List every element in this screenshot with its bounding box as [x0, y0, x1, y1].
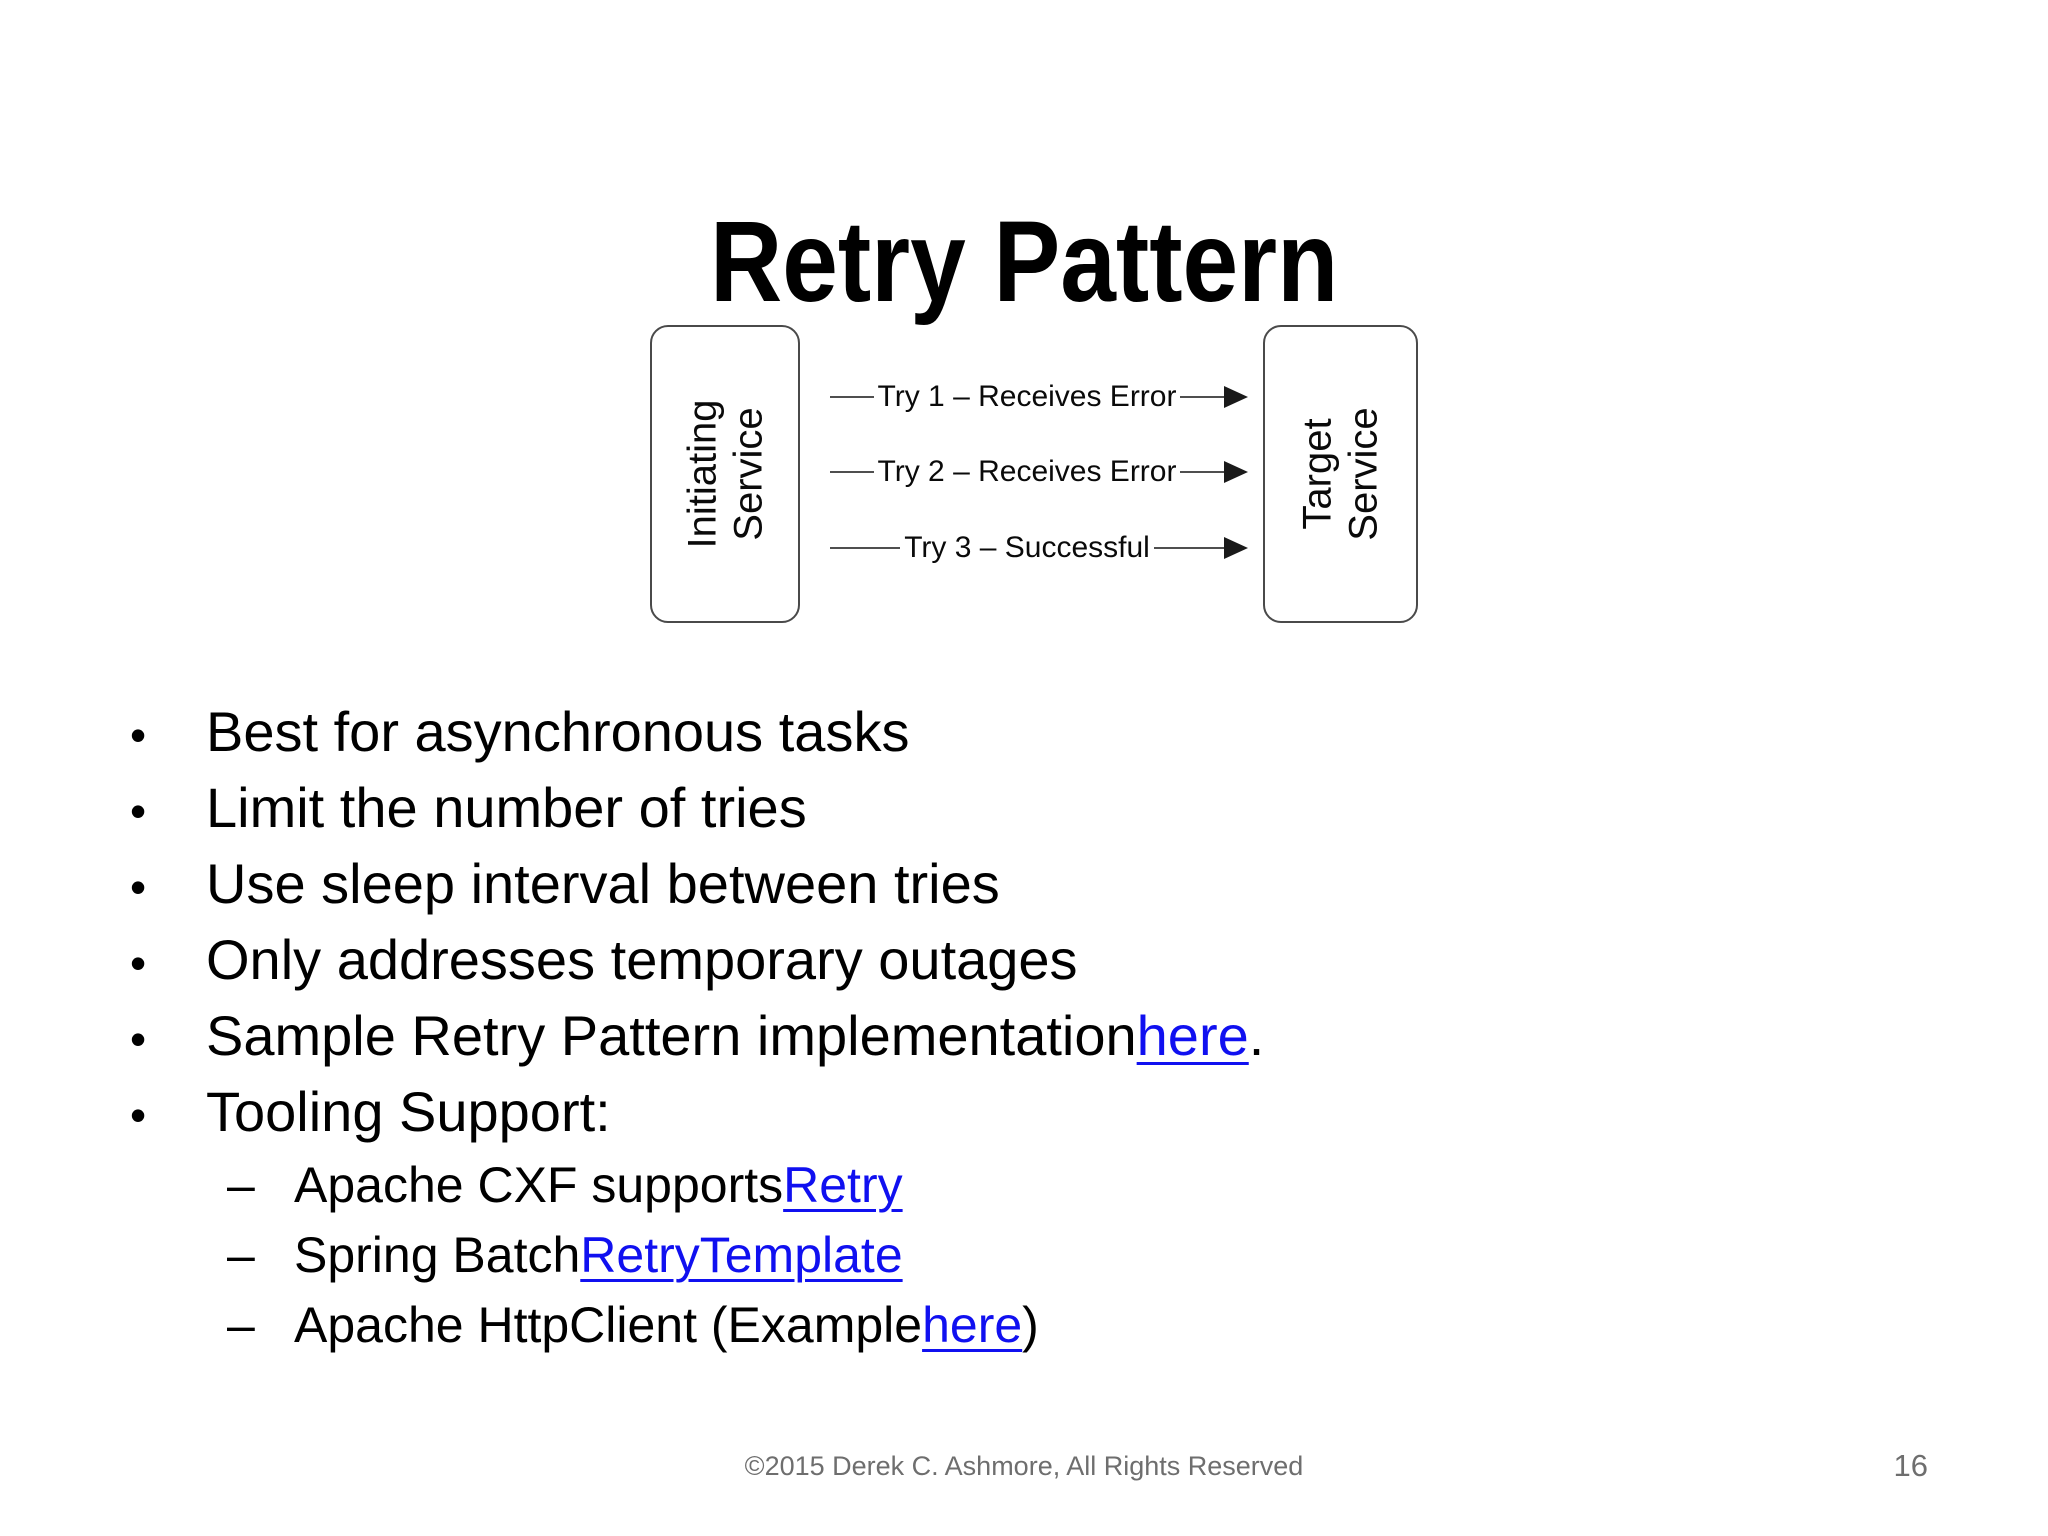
bullet-text: Limit the number of tries — [206, 776, 807, 839]
bullet-item: • Best for asynchronous tasks — [0, 694, 2048, 770]
bullet-text: Only addresses temporary outages — [206, 928, 1078, 991]
target-service-label-line1: Target — [1295, 418, 1340, 530]
bullet-text: Apache CXF supports — [294, 1157, 784, 1213]
sub-bullet-item: –Spring Batch RetryTemplate — [0, 1220, 2048, 1290]
arrowhead-icon — [1224, 537, 1249, 559]
arrow-row: Try 3 – Successful — [830, 528, 1249, 568]
bullet-item: • Only addresses temporary outages — [0, 922, 2048, 998]
arrow-line — [830, 396, 874, 398]
bullet-marker: • — [130, 1013, 147, 1065]
bullet-marker: • — [130, 709, 147, 761]
bullet-marker: – — [227, 1297, 255, 1353]
page-title: Retry Pattern — [0, 205, 2048, 320]
arrow-line — [830, 471, 874, 473]
bullet-item: • Tooling Support: — [0, 1074, 2048, 1150]
bullet-text: Apache HttpClient (Example — [294, 1297, 923, 1353]
arrow-label: Try 2 – Receives Error — [877, 455, 1177, 488]
bullet-text: Best for asynchronous tasks — [206, 700, 910, 763]
bullet-marker: – — [227, 1157, 255, 1213]
bullet-marker: • — [130, 861, 147, 913]
retry-sequence-diagram: Initiating Service Target Service Try 1 … — [650, 325, 1425, 627]
arrow-line — [1180, 396, 1224, 398]
bullet-text: ) — [1022, 1297, 1039, 1353]
arrow-row: Try 2 – Receives Error — [830, 452, 1248, 492]
inline-link[interactable]: Retry — [783, 1157, 903, 1213]
bullet-marker: – — [227, 1227, 255, 1283]
page-title-text: Retry Pattern — [709, 198, 1339, 327]
arrow-line — [830, 547, 901, 549]
bullet-text: Spring Batch — [294, 1227, 581, 1283]
bullet-text: . — [1248, 1004, 1265, 1067]
target-service-box: Target Service — [1263, 325, 1418, 623]
sub-bullet-item: –Apache HttpClient (Example here) — [0, 1290, 2048, 1360]
arrow-label: Try 3 – Successful — [904, 531, 1150, 564]
arrowhead-icon — [1224, 386, 1248, 408]
initiating-service-label: Initiating Service — [679, 400, 771, 549]
bullet-text: Tooling Support: — [206, 1080, 611, 1143]
bullet-marker: • — [130, 1089, 147, 1141]
bullet-text: Sample Retry Pattern implementation — [206, 1004, 1137, 1067]
arrow-line — [1180, 471, 1224, 473]
target-service-label-line2: Service — [1341, 407, 1386, 541]
arrowhead-icon — [1224, 461, 1248, 483]
bullet-item: • Sample Retry Pattern implementation her… — [0, 998, 2048, 1074]
initiating-service-box: Initiating Service — [650, 325, 800, 623]
arrow-row: Try 1 – Receives Error — [830, 377, 1248, 417]
page-number: 16 — [1893, 1448, 1928, 1483]
inline-link[interactable]: here — [922, 1297, 1023, 1353]
inline-link[interactable]: here — [1136, 1004, 1249, 1067]
arrow-line — [1153, 547, 1225, 549]
sub-bullet-item: –Apache CXF supports Retry — [0, 1150, 2048, 1220]
bullet-text: Use sleep interval between tries — [206, 852, 1000, 915]
initiating-service-label-line2: Service — [726, 407, 771, 541]
bullet-item: • Use sleep interval between tries — [0, 846, 2048, 922]
bullet-marker: • — [130, 785, 147, 837]
bullet-marker: • — [130, 937, 147, 989]
inline-link[interactable]: RetryTemplate — [580, 1227, 903, 1283]
arrow-label: Try 1 – Receives Error — [877, 380, 1177, 413]
bullet-list: • Best for asynchronous tasks • Limit the n… — [0, 694, 2048, 1360]
bullet-item: • Limit the number of tries — [0, 770, 2048, 846]
initiating-service-label-line1: Initiating — [680, 399, 725, 549]
footer-copyright: ©2015 Derek C. Ashmore, All Rights Reser… — [744, 1451, 1304, 1481]
target-service-label: Target Service — [1294, 407, 1386, 540]
